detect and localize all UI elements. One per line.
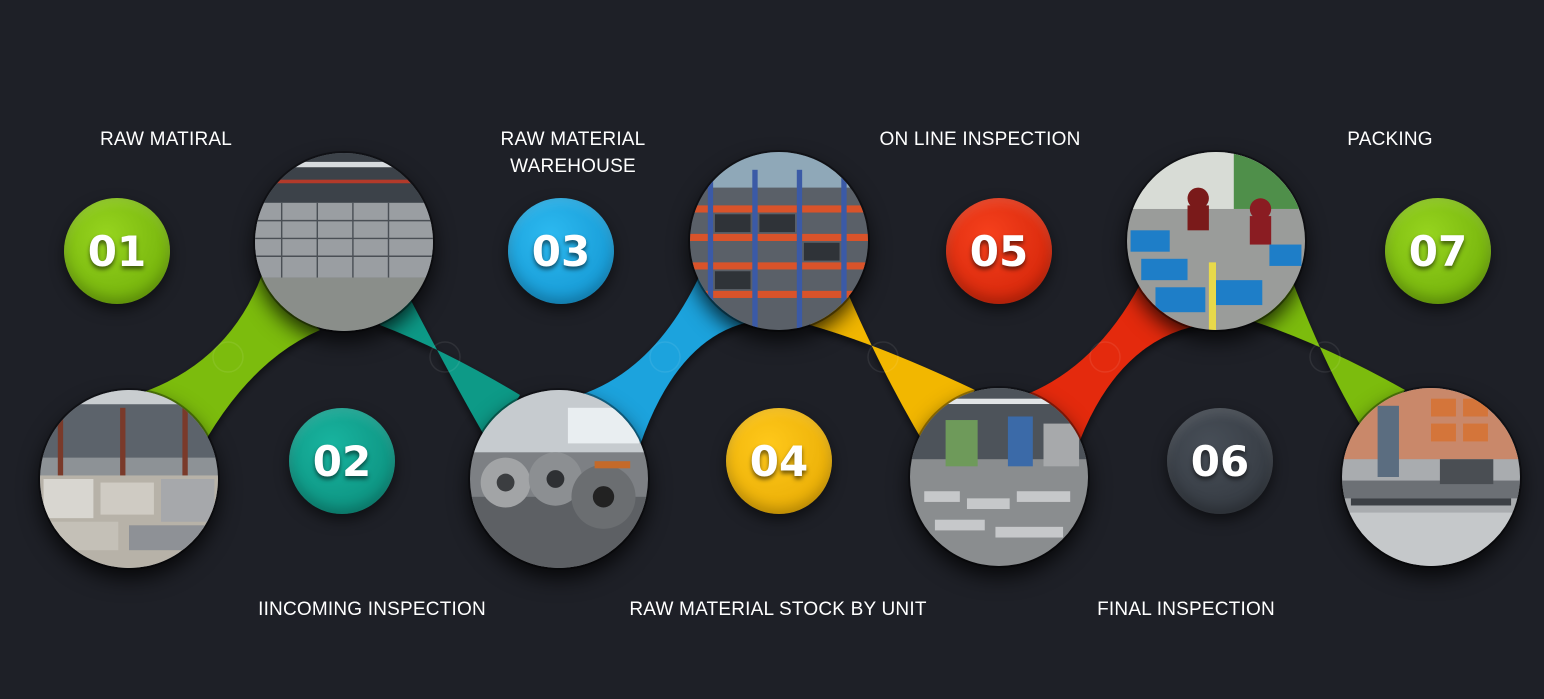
step-label-02: IINCOMING INSPECTION (258, 599, 486, 620)
orange-racking-photo (690, 152, 868, 330)
steel-sheets-warehouse-photo (40, 390, 218, 568)
machining-floor-photo (910, 388, 1088, 566)
step-label-07: PACKING (1347, 129, 1433, 150)
step-label-01: RAW MATIRAL (99, 129, 233, 150)
step-number-03: 03 (508, 198, 614, 304)
step-label-06: FINAL INSPECTION (1097, 599, 1275, 620)
step-number-05: 05 (946, 198, 1052, 304)
ribbon-4-6 (810, 275, 975, 445)
ribbon-2-4 (580, 275, 760, 445)
step-number-04: 04 (726, 408, 832, 514)
ribbon-6-5 (1025, 275, 1200, 440)
steel-coils-photo (470, 390, 648, 568)
step-number-06: 06 (1167, 408, 1273, 514)
step-number-02: 02 (289, 408, 395, 514)
ribbon-3-2 (380, 270, 520, 445)
step-number-07: 07 (1385, 198, 1491, 304)
packing-line-photo (1342, 388, 1520, 566)
step-number-01: 01 (64, 198, 170, 304)
step-label-05: ON LINE INSPECTION (879, 129, 1081, 150)
step-label-04: RAW MATERIAL STOCK BY UNIT (629, 599, 927, 620)
ribbon-5-7 (1250, 275, 1405, 440)
inspection-workers-photo (1127, 152, 1305, 330)
wire-cage-storage-photo (255, 153, 433, 331)
step-label-03: RAW MATERIAL WAREHOUSE (500, 129, 646, 177)
